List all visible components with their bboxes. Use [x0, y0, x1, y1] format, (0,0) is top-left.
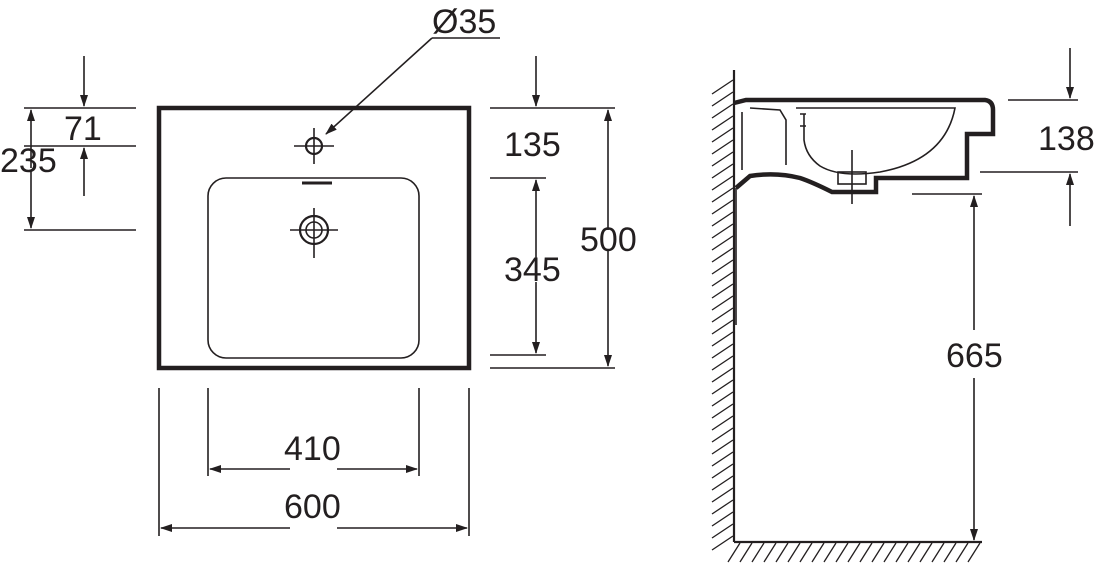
- side-view: 138 665: [711, 48, 1095, 563]
- drain-fitting: [837, 150, 867, 204]
- wall-hatching: [711, 70, 736, 551]
- faucet-offset-label: 71: [64, 110, 102, 148]
- basin-height-dimension: 138: [980, 48, 1095, 226]
- drain-offset-label: 235: [0, 142, 57, 180]
- mounting-height-dimension: 665: [912, 193, 1003, 541]
- top-view: Ø35 71 235 135 345 500: [0, 3, 637, 536]
- top-margin-label: 135: [504, 126, 561, 164]
- bowl-depth-label: 345: [504, 251, 561, 289]
- overall-depth-label: 500: [580, 221, 637, 259]
- floor-hatching: [727, 540, 982, 563]
- bowl-width-label: 410: [284, 430, 341, 468]
- right-dimensions: 135 345 500: [490, 56, 637, 369]
- drain-hole: [290, 208, 338, 258]
- bottom-dimensions: 410 600: [158, 388, 470, 536]
- basin-outline: [156, 105, 472, 371]
- faucet-hole: [294, 128, 334, 164]
- left-dimensions: 71 235: [0, 56, 136, 231]
- mounting-height-label: 665: [946, 337, 1003, 375]
- hole-diameter-label: Ø35: [432, 3, 496, 41]
- basin-height-label: 138: [1038, 120, 1095, 158]
- bowl-outline: [207, 177, 420, 359]
- overall-width-label: 600: [284, 488, 341, 526]
- basin-profile: [733, 97, 996, 325]
- hole-diameter-leader: Ø35: [325, 3, 500, 135]
